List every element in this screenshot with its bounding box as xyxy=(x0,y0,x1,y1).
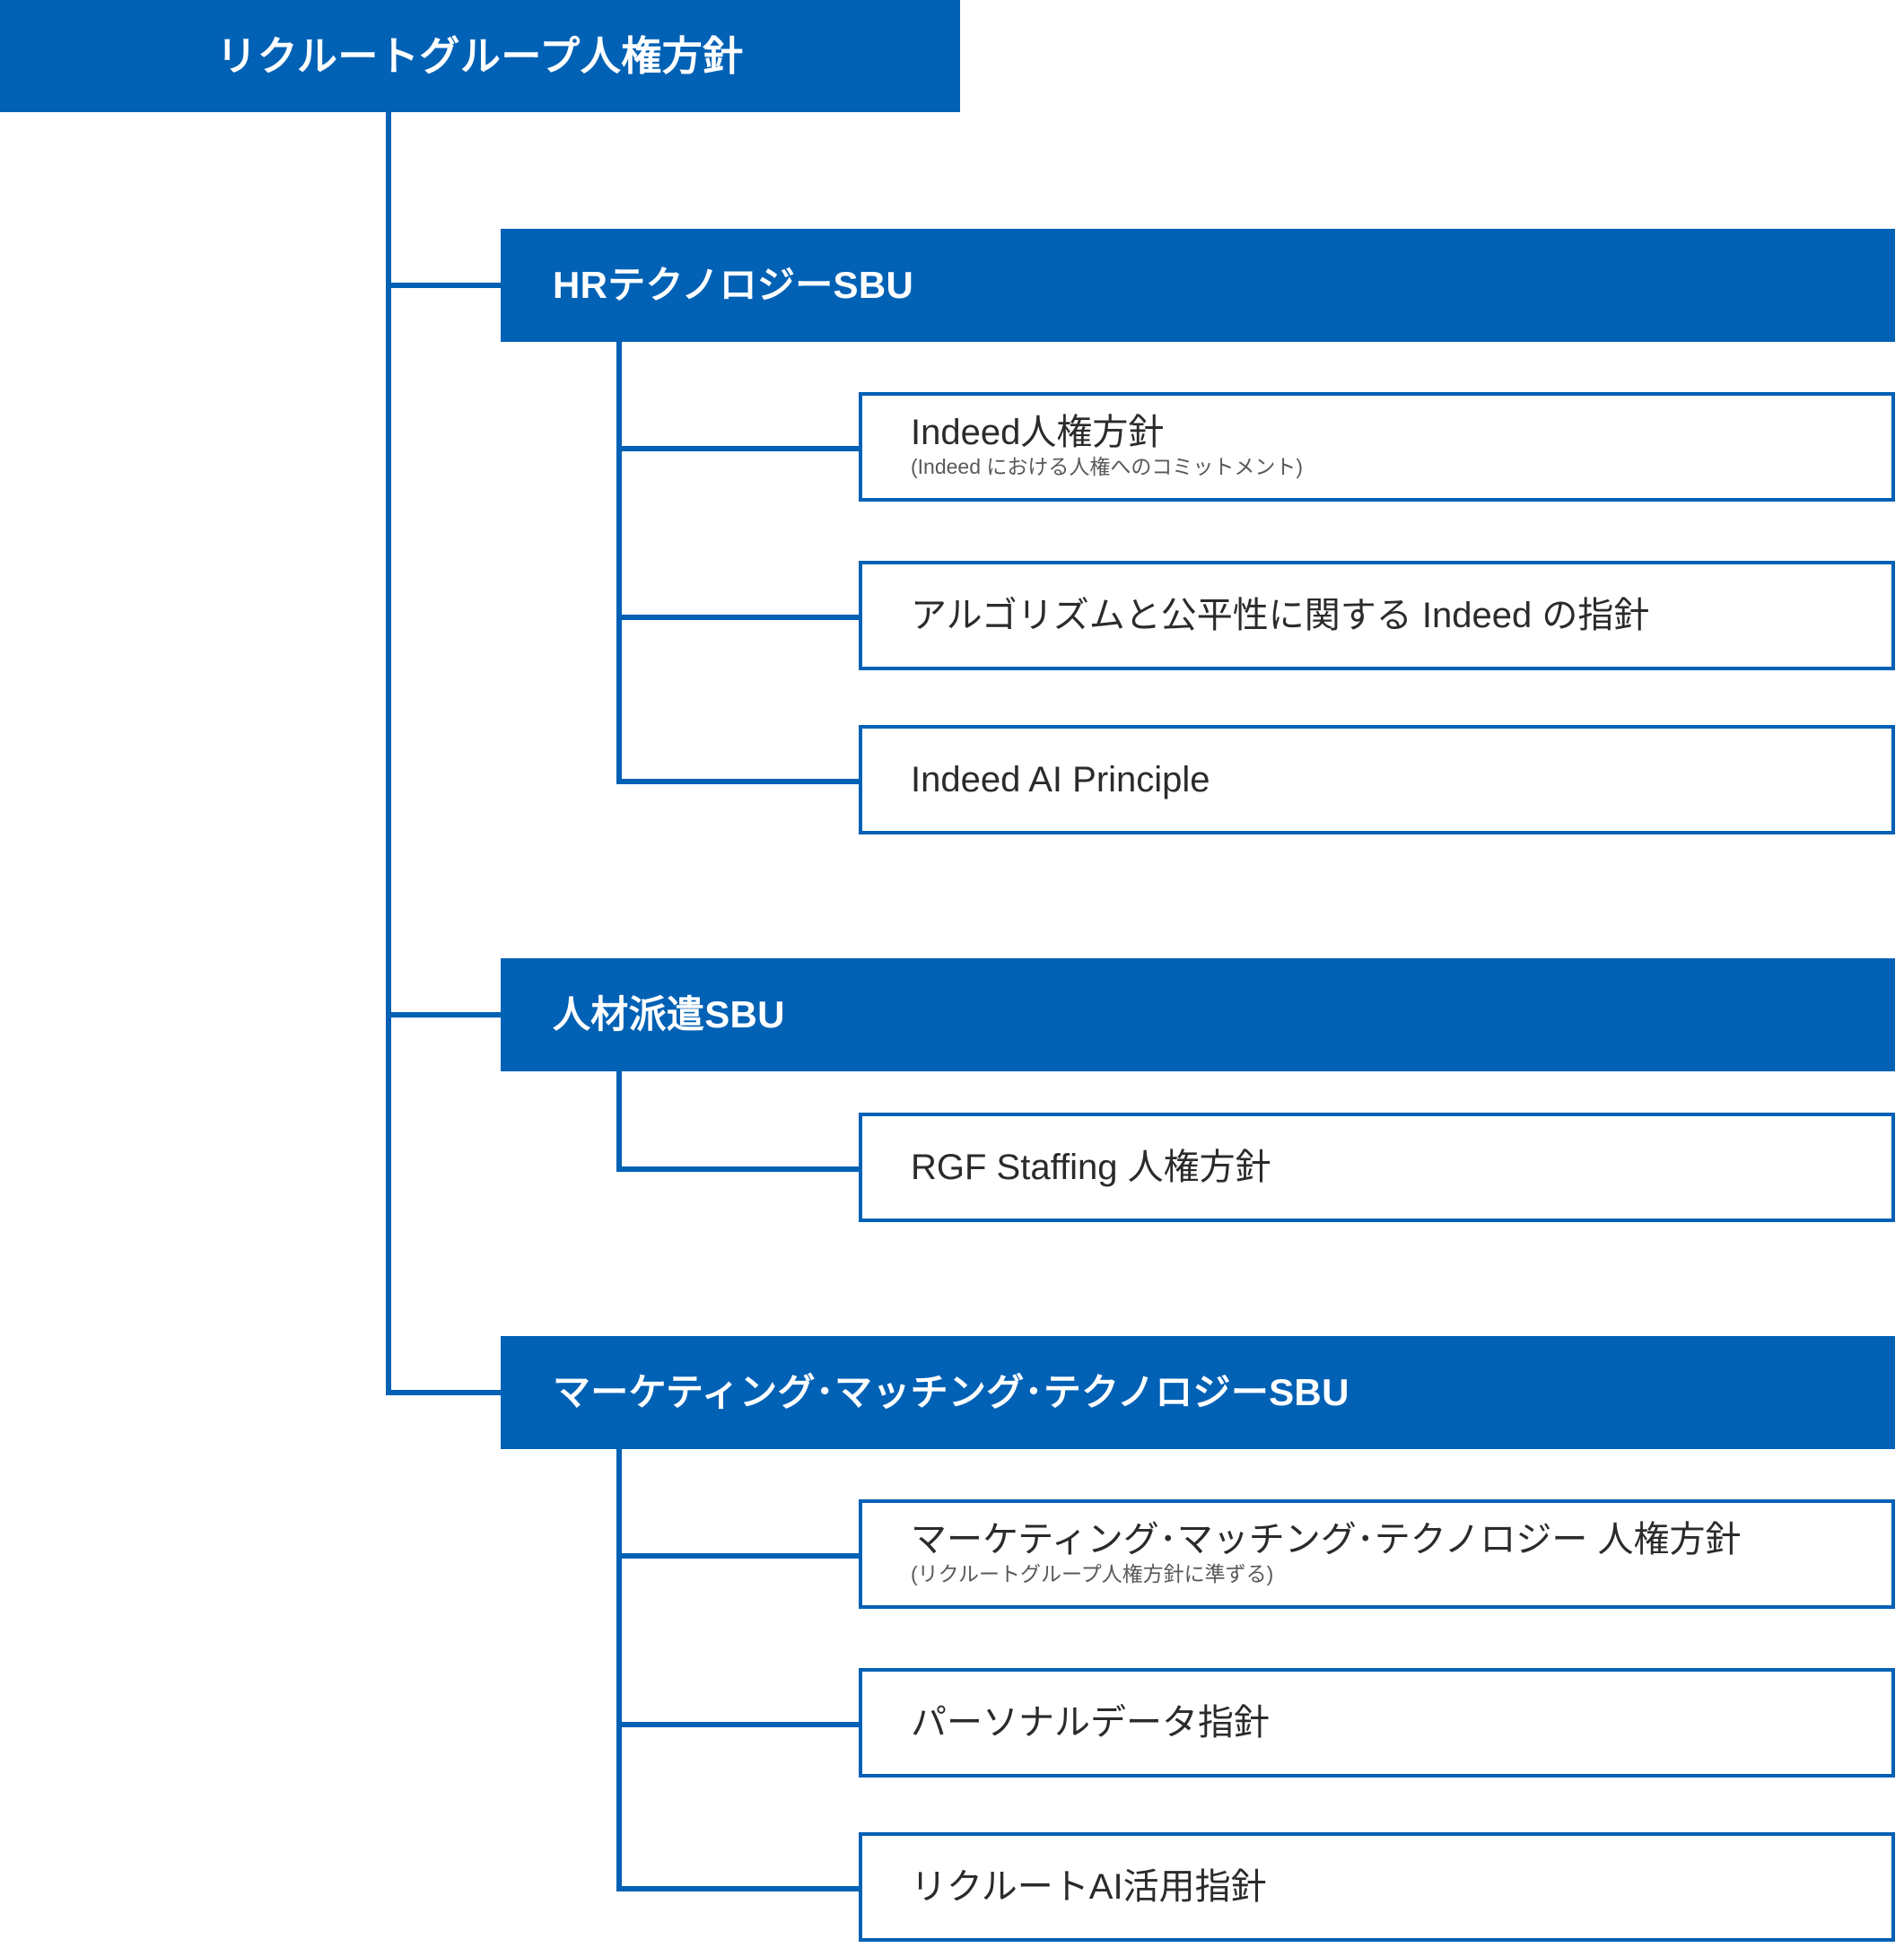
branch-1-leaf-1-connector xyxy=(616,446,859,451)
branch-3-leaf-3-connector xyxy=(616,1886,859,1891)
leaf-node-indeed-algorithm-fairness-guideline[interactable]: アルゴリズムと公平性に関する Indeed の指針 xyxy=(859,561,1895,670)
leaf-node-title: アルゴリズムと公平性に関する Indeed の指針 xyxy=(911,596,1650,635)
leaf-node-indeed-human-rights-policy[interactable]: Indeed人権方針 (Indeed における人権へのコミットメント) xyxy=(859,392,1895,502)
leaf-node-rgf-staffing-human-rights-policy[interactable]: RGF Staffing 人権方針 xyxy=(859,1113,1895,1222)
sbu-node-marketing-matching-technology[interactable]: マーケティング･マッチング･テクノロジーSBU xyxy=(501,1336,1895,1449)
sbu-node-label: HRテクノロジーSBU xyxy=(553,264,914,306)
sbu-node-staffing[interactable]: 人材派遣SBU xyxy=(501,958,1895,1071)
leaf-node-title: RGF Staffing 人権方針 xyxy=(911,1148,1271,1187)
branch-3-sub-spine-connector xyxy=(616,1449,622,1889)
leaf-node-subtitle: (リクルートグループ人権方針に準ずる) xyxy=(911,1561,1274,1585)
branch-3-leaf-1-connector xyxy=(616,1553,859,1559)
branch-1-sub-spine-connector xyxy=(616,342,622,782)
sbu-node-hr-technology[interactable]: HRテクノロジーSBU xyxy=(501,229,1895,342)
branch-2-sub-spine-connector xyxy=(616,1071,622,1172)
leaf-node-personal-data-guideline[interactable]: パーソナルデータ指針 xyxy=(859,1668,1895,1778)
leaf-node-title: パーソナルデータ指針 xyxy=(911,1703,1270,1743)
branch-3-leaf-2-connector xyxy=(616,1722,859,1727)
leaf-node-indeed-ai-principle[interactable]: Indeed AI Principle xyxy=(859,725,1895,834)
root-node-human-rights-policy[interactable]: リクルートグループ人権方針 xyxy=(0,0,960,112)
leaf-node-recruit-ai-usage-guideline[interactable]: リクルートAI活用指針 xyxy=(859,1832,1895,1942)
branch-3-horizontal-connector xyxy=(386,1390,501,1395)
leaf-node-title: Indeed人権方針 xyxy=(911,412,1165,452)
sbu-node-label: マーケティング･マッチング･テクノロジーSBU xyxy=(553,1371,1349,1413)
leaf-node-title: リクルートAI活用指針 xyxy=(911,1867,1267,1907)
branch-2-leaf-1-connector xyxy=(616,1166,859,1172)
branch-1-leaf-3-connector xyxy=(616,779,859,784)
leaf-node-subtitle: (Indeed における人権へのコミットメント) xyxy=(911,454,1304,478)
sbu-node-label: 人材派遣SBU xyxy=(553,993,785,1035)
branch-2-horizontal-connector xyxy=(386,1012,501,1018)
main-spine-connector xyxy=(386,112,391,1395)
leaf-node-title: マーケティング･マッチング･テクノロジー 人権方針 xyxy=(911,1519,1742,1559)
branch-1-horizontal-connector xyxy=(386,283,501,288)
branch-1-leaf-2-connector xyxy=(616,615,859,620)
leaf-node-title: Indeed AI Principle xyxy=(911,760,1210,799)
root-node-label: リクルートグループ人権方針 xyxy=(216,33,744,79)
leaf-node-mmt-human-rights-policy[interactable]: マーケティング･マッチング･テクノロジー 人権方針 (リクルートグループ人権方針… xyxy=(859,1499,1895,1609)
